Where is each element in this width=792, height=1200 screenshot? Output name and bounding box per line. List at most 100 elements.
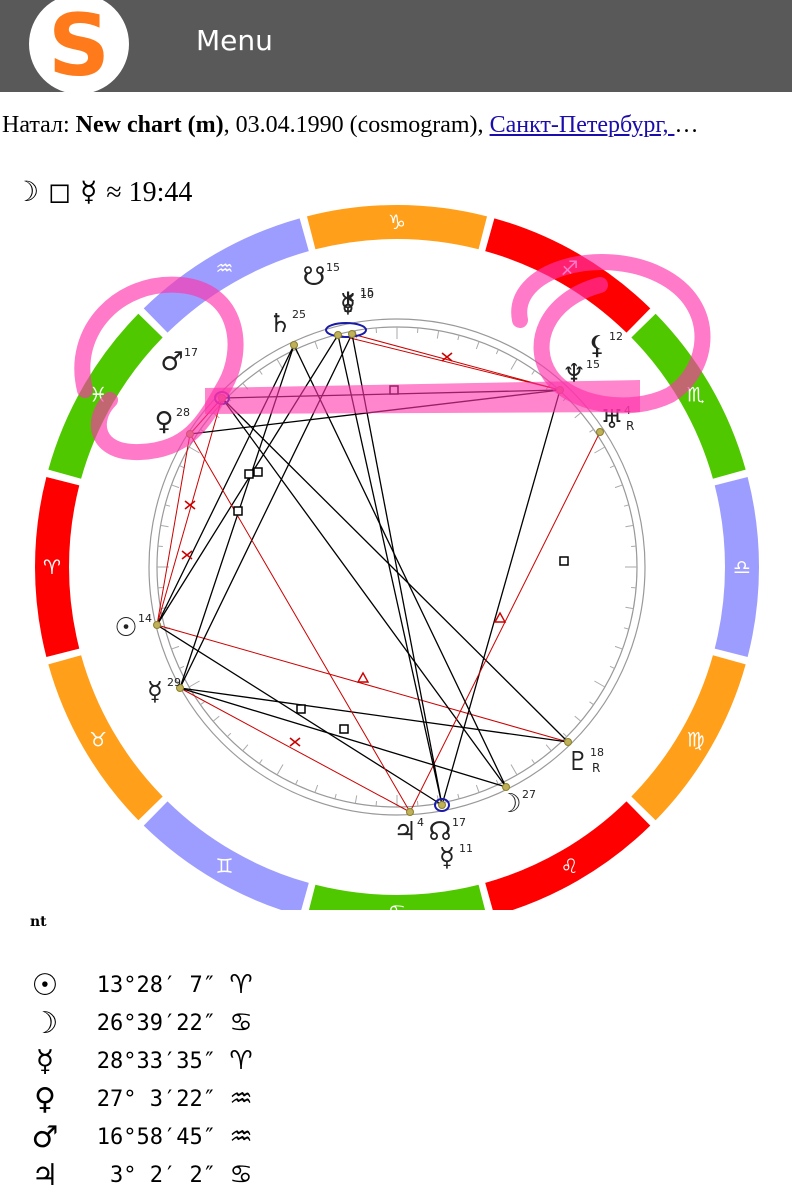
- inner-circle-outer: [148, 318, 646, 816]
- sign-glyph: ♈: [229, 1046, 253, 1076]
- aspect-line: [156, 433, 191, 626]
- planet-degree: 28: [176, 406, 190, 419]
- planet-glyph: ☿: [340, 289, 356, 319]
- aspect-line: [337, 334, 443, 806]
- degree-tick: [179, 665, 185, 669]
- degree-tick: [188, 446, 200, 454]
- square-marker: [233, 506, 243, 516]
- planet-glyph: ☉: [114, 613, 137, 643]
- trine-marker: [356, 671, 370, 683]
- table-row: ♂ 16°58′45″ ♒: [14, 1118, 266, 1156]
- degree-tick: [614, 484, 623, 489]
- title-ellipsis: …: [674, 112, 699, 138]
- aspect-line: [179, 687, 569, 743]
- degree-tick: [179, 465, 185, 469]
- sign-segment: [306, 205, 488, 250]
- aspect-line: [179, 687, 411, 813]
- square-marker: [339, 724, 349, 734]
- sign-segment: [143, 801, 309, 910]
- trine-marker: [493, 611, 507, 623]
- zodiac-ring: ♈♉♊♋♌♍♎♏♐♑♒♓: [34, 205, 759, 910]
- planet-glyph: ♂: [31, 1119, 59, 1155]
- planet-point: [502, 783, 510, 791]
- aspect-lines: [156, 322, 601, 813]
- aspect-line: [293, 344, 507, 788]
- logo-letter: S: [48, 0, 110, 96]
- degree-tick: [625, 524, 634, 528]
- aspect-line: [337, 334, 561, 391]
- planet-glyph: ☿: [439, 843, 455, 873]
- planet-degree: 17: [452, 816, 466, 829]
- planet-degree: 25: [292, 308, 306, 321]
- chart-title-prefix: Натал:: [2, 112, 76, 138]
- planet-glyph: ☊: [428, 817, 451, 847]
- aspect-line: [221, 397, 507, 788]
- sign-segment: [485, 801, 651, 910]
- sign-glyph: ♋: [388, 900, 406, 910]
- degree-ticks: [157, 327, 637, 807]
- planet-position: 28°33′35″: [96, 1048, 216, 1074]
- menu-button[interactable]: Menu: [196, 24, 273, 57]
- planet-glyph: ♄: [268, 309, 291, 339]
- planet-point: [290, 341, 298, 349]
- planet-degree: 15: [586, 358, 600, 371]
- table-row: ♀ 27° 3′22″ ♒: [14, 1080, 266, 1118]
- planet-degree: 15: [326, 261, 340, 274]
- square-marker: [253, 467, 263, 477]
- planet-point: [406, 808, 414, 816]
- degree-tick: [171, 484, 180, 489]
- sign-segment: [308, 884, 486, 910]
- degree-tick: [574, 715, 582, 722]
- app-logo[interactable]: S: [29, 0, 129, 96]
- degree-tick: [531, 759, 536, 764]
- degree-tick: [258, 759, 263, 764]
- aspect-line: [221, 397, 569, 743]
- highlight-circle-left: [74, 276, 244, 461]
- degree-tick: [545, 744, 552, 752]
- degree-tick: [589, 428, 594, 433]
- degree-tick: [226, 732, 232, 738]
- degree-tick: [457, 335, 460, 341]
- degree-tick: [574, 412, 582, 419]
- planet-glyph: ♇: [566, 747, 589, 777]
- degree-tick: [314, 784, 319, 793]
- planet-glyph: ☽: [31, 1005, 59, 1041]
- sign-glyph: ♑: [388, 210, 406, 234]
- table-row: ♃ 3° 2′ 2″ ♋: [14, 1156, 266, 1194]
- planet-glyph: ♃: [393, 817, 416, 847]
- sign-segment: [34, 476, 80, 658]
- sign-glyph: ♏: [687, 383, 705, 407]
- degree-tick: [212, 715, 220, 722]
- sextile-marker: [184, 500, 196, 510]
- degree-tick: [354, 795, 358, 804]
- planet-position: 27° 3′22″: [96, 1086, 216, 1112]
- degree-tick: [200, 701, 205, 706]
- planet-degree: 29: [167, 676, 181, 689]
- planet-glyph: ♃: [31, 1157, 59, 1193]
- square-marker: [559, 556, 569, 566]
- degree-tick: [594, 446, 606, 454]
- sign-segment: [48, 655, 163, 821]
- planet-degree: 17: [184, 346, 198, 359]
- sign-glyph: ♍: [687, 728, 705, 752]
- planet-position: 26°39′22″: [96, 1010, 216, 1036]
- degree-tick: [171, 645, 180, 650]
- degree-tick: [334, 793, 337, 799]
- aspect-summary: ☽ ◻ ☿ ≈ 19:44: [14, 175, 192, 209]
- table-row: ☿ 28°33′35″ ♈: [14, 1042, 266, 1080]
- degree-tick: [314, 341, 319, 350]
- planet-point: [176, 684, 184, 692]
- place-link[interactable]: Санкт-Петербург,: [489, 112, 675, 138]
- aspect-time: ≈ 19:44: [106, 177, 193, 208]
- conjunction-ellipse: [434, 798, 450, 812]
- aspect-line: [189, 433, 411, 813]
- degree-tick: [623, 504, 629, 507]
- degree-tick: [594, 680, 606, 688]
- sign-glyph: ♈: [43, 555, 61, 579]
- planet-degree: 18: [590, 746, 604, 759]
- degree-tick: [475, 784, 480, 793]
- aspect-line: [351, 333, 561, 391]
- degree-tick: [562, 732, 568, 738]
- degree-tick: [510, 764, 518, 776]
- degree-tick: [495, 779, 499, 785]
